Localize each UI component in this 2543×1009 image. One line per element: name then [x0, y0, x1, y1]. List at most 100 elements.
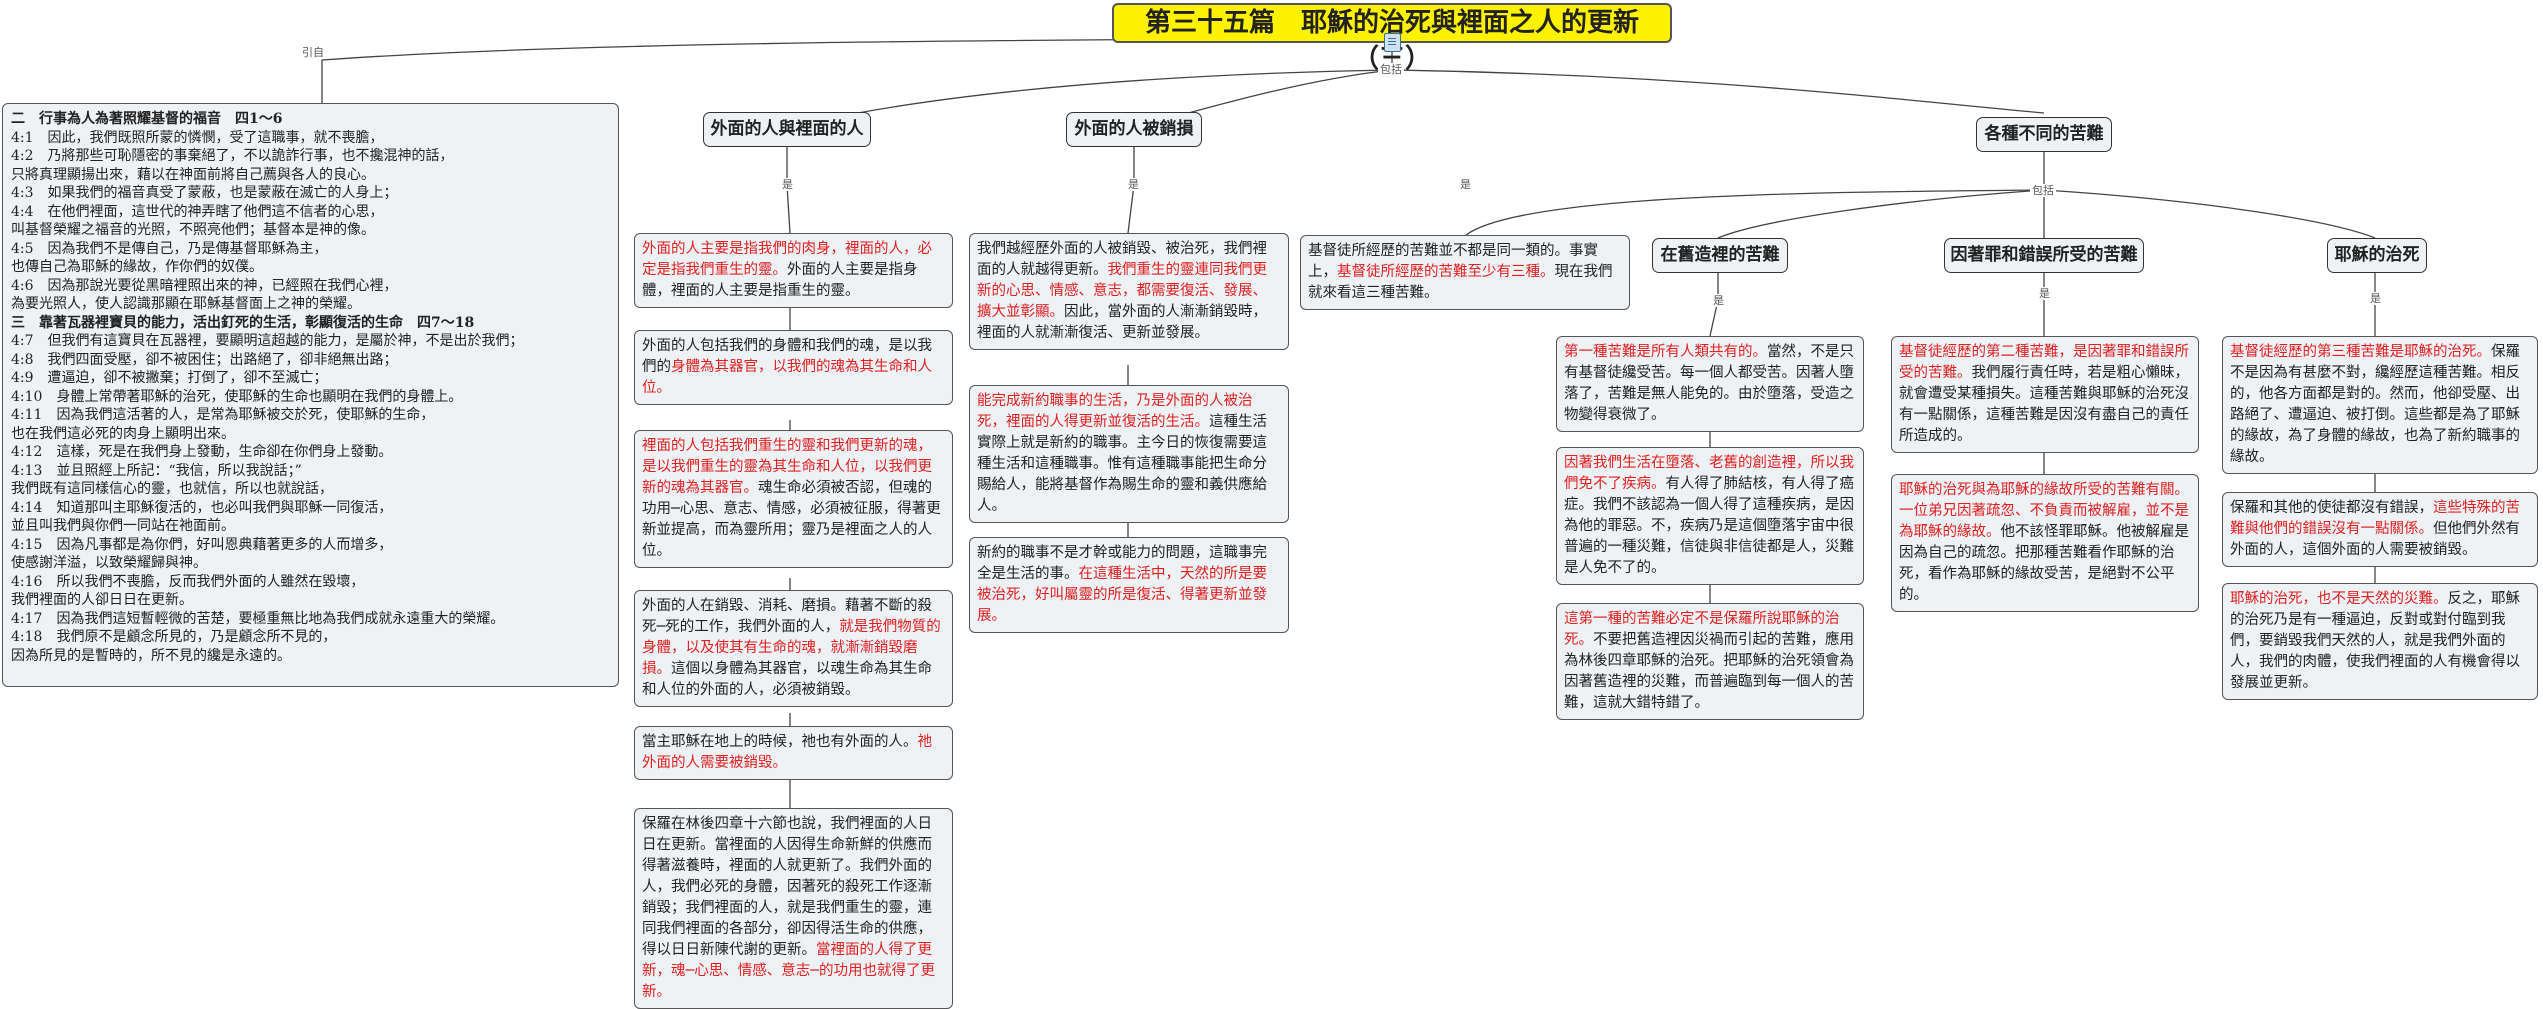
label-is-death: 是 [2368, 292, 2383, 305]
note-box: 裡面的人包括我們重生的靈和我們更新的魂，是以我們重生的靈為其生命和人位，以我們更… [634, 430, 953, 568]
note-box: 基督徒經歷的第三種苦難是耶穌的治死。保羅不是因為有甚麼不對，纔經歷這種苦難。相反… [2222, 336, 2538, 474]
topic-death-of-jesus[interactable]: 耶穌的治死 [2327, 238, 2427, 273]
intro-verse-line: 4:5 因為我們不是傳自己，乃是傳基督耶穌為主， [11, 240, 328, 257]
note-box: 能完成新約職事的生活，乃是外面的人被治死，裡面的人得更新並復活的生活。這種生活實… [969, 385, 1289, 523]
intro-heading: 二 行事為人為著照耀基督的福音 四1～6 [11, 111, 283, 127]
highlight-text: 因著我們生活在墮落、老舊的創造裡，所以我們免不了疾病。 [1564, 455, 1854, 492]
note-box: 我們越經歷外面的人被銷毀、被治死，我們裡面的人就越得更新。我們重生的靈連同我們更… [969, 233, 1289, 350]
intro-verse-line: 4:18 我們原不是顧念所見的，乃是顧念所不見的， [11, 629, 337, 645]
topic-outer-inner[interactable]: 外面的人與裡面的人 [703, 112, 871, 147]
body-text: 新約的職事不是才幹或能力的問題，這職事完全是生活的事。 [977, 545, 1267, 582]
body-text: 保羅不是因為有甚麼不對，纔經歷這種苦難。相反的，他各方面都是對的。然而，他卻受壓… [2230, 344, 2520, 465]
highlight-text: 耶穌的治死，也不是天然的災難。 [2230, 591, 2448, 607]
body-text: 我們越經歷外面的人被銷毀、被治死，我們裡面的人就越得更新。 [977, 241, 1267, 278]
intro-verse-line: 因為所見的是暫時的，所不見的纔是永遠的。 [11, 647, 291, 664]
body-text: 這種生活實際上就是新約的職事。主今日的恢復需要這種生活和這種職事。惟有這種職事能… [977, 414, 1267, 514]
note-icon[interactable] [1384, 33, 1401, 52]
body-text: 現在我們就來看這三種苦難。 [1308, 264, 1613, 301]
intro-verse-line: 4:7 但我們有這寶貝在瓦器裡，要顯明這超越的能力，是屬於神，不是出於我們； [11, 333, 524, 349]
body-text: 他不該怪罪耶穌。他被解雇是因為自己的疏忽。把那種苦難看作耶穌的治死，看作為耶穌的… [1899, 524, 2189, 603]
body-text: 有人得了肺結核，有人得了癌症。我們不該認為一個人得了這種疾病，是因為他的罪惡。不… [1564, 476, 1854, 576]
intro-scripture-box: 二 行事為人為著照耀基督的福音 四1～6 4:1 因此，我們既照所蒙的憐憫，受了這… [2, 103, 619, 687]
intro-verse-line: 4:6 因為那說光要從黑暗裡照出來的神，已經照在我們心裡， [11, 277, 398, 294]
note-box: 第一種苦難是所有人類共有的。當然，不是只有基督徒纔受苦。每一個人都受苦。因著人墮… [1556, 336, 1864, 432]
intro-verse-line: 4:12 這樣，死是在我們身上發動，生命卻在你們身上發動。 [11, 444, 393, 460]
label-is-outer-inner: 是 [780, 178, 795, 191]
intro-verse-line: 使感謝洋溢，以致榮耀歸與神。 [11, 555, 207, 571]
intro-verse-line: 也在我們這必死的肉身上顯明出來。 [11, 425, 235, 442]
note-box: 外面的人包括我們的身體和我們的魂，是以我們的身體為其器官，以我們的魂為其生命和人… [634, 330, 953, 405]
intro-verse-line: 4:16 所以我們不喪膽，反而我們外面的人雖然在毀壞， [11, 573, 365, 590]
intro-verse-line: 4:10 身體上常帶著耶穌的治死，使耶穌的生命也顯明在我們的身體上。 [11, 388, 463, 405]
highlight-text: 這第一種的苦難必定不是保羅所說耶穌的治死。 [1564, 611, 1840, 648]
intro-verse-line: 為要光照人，使人認識那顯在耶穌基督面上之神的榮耀。 [11, 296, 361, 312]
label-intro: 引自 [300, 46, 326, 59]
topic-sufferings[interactable]: 各種不同的苦難 [1976, 117, 2112, 152]
intro-verse-line: 4:1 因此，我們既照所蒙的憐憫，受了這職事，就不喪膽， [11, 129, 384, 146]
intro-verse-line: 4:9 遭逼迫，卻不被撇棄；打倒了，卻不至滅亡； [11, 370, 328, 386]
note-box: 因著我們生活在墮落、老舊的創造裡，所以我們免不了疾病。有人得了肺結核，有人得了癌… [1556, 447, 1864, 585]
intro-verse-line: 並且叫我們與你們一同站在祂面前。 [11, 518, 235, 534]
highlight-text: 在這種生活中，天然的所是要被治死，好叫屬靈的所是復活、得著更新並發展。 [977, 566, 1267, 624]
highlight-text: 這些特殊的苦難與他們的錯誤沒有一點關係。 [2230, 500, 2520, 537]
body-text: 反之，耶穌的治死乃是有一種逼迫，反對或對付臨到我們，要銷毀我們天然的人，就是我們… [2230, 591, 2520, 691]
note-box: 外面的人主要是指我們的肉身，裡面的人，必定是指我們重生的靈。外面的人主要是指身體… [634, 233, 953, 308]
intro-verse-line: 4:17 因為我們這短暫輕微的苦楚，要極重無比地為我們成就永遠重大的榮耀。 [11, 610, 505, 627]
highlight-text: 基督徒經歷的第二種苦難，是因著罪和錯誤所受的苦難。 [1899, 344, 2189, 381]
body-text: 因此，當外面的人漸漸銷毀時，裡面的人就漸漸復活、更新並發展。 [977, 304, 1267, 341]
intro-verse-line: 我們裡面的人卻日日在更新。 [11, 592, 193, 608]
body-text: 外面的人包括我們的身體和我們的魂，是以我們的 [642, 338, 932, 375]
highlight-text: 祂外面的人需要被銷毀。 [642, 734, 932, 771]
body-text: 當主耶穌在地上的時候，祂也有外面的人。 [642, 734, 918, 750]
topic-sin-mistake[interactable]: 因著罪和錯誤所受的苦難 [1944, 238, 2144, 273]
highlight-text: 我們重生的靈連同我們更新的心思、情感、意志，都需要復活、發展、擴大並彰顯。 [977, 262, 1267, 320]
body-text: 基督徒所經歷的苦難並不都是同一類的。事實上， [1308, 243, 1598, 280]
highlight-text: 基督徒經歷的第三種苦難是耶穌的治死。 [2230, 344, 2491, 360]
intro-heading: 三 靠著瓦器裡寶貝的能力，活出釘死的生活，彰顯復活的生命 四7～18 [11, 314, 475, 331]
intro-verse-line: 4:4 在他們裡面，這世代的神弄瞎了他們這不信者的心思， [11, 203, 384, 220]
note-box: 保羅在林後四章十六節也說，我們裡面的人日日在更新。當裡面的人因得生命新鮮的供應而… [634, 808, 953, 1009]
intro-verse-line: 4:2 乃將那些可恥隱密的事棄絕了，不以詭詐行事，也不攙混神的話， [11, 148, 454, 164]
label-include-root: 包括 [1378, 63, 1404, 76]
intro-verse-line: 只將真理顯揚出來，藉以在神面前將自己薦與各人的良心。 [11, 166, 375, 183]
connector-root-intro [321, 37, 1386, 103]
body-text: 保羅在林後四章十六節也說，我們裡面的人日日在更新。當裡面的人因得生命新鮮的供應而… [642, 816, 932, 958]
intro-verse-line: 4:13 並且照經上所記：“我信，所以我說話；” [11, 462, 302, 479]
connector-hub-sufferings [1391, 69, 2045, 114]
body-text: 當然，不是只有基督徒纔受苦。每一個人都受苦。因著人墮落了，苦難是無人能免的。由於… [1564, 344, 1854, 423]
highlight-text: 外面的人主要是指我們的肉身，裡面的人，必定是指我們重生的靈。 [642, 241, 932, 278]
highlight-text: 能完成新約職事的生活，乃是外面的人被治死，裡面的人得更新並復活的生活。 [977, 393, 1253, 430]
highlight-text: 耶穌的治死與為耶穌的緣故所受的苦難有關。一位弟兄因著疏忽、不負責而被解雇，並不是… [1899, 482, 2189, 540]
highlight-text: 就是我們物質的身體，以及使其有生命的魂，就漸漸銷毀磨損。 [642, 619, 941, 677]
label-is-sufferings: 是 [1458, 178, 1473, 191]
body-text: 保羅和其他的使徒都沒有錯誤， [2230, 500, 2433, 516]
label-is-outer-consumed: 是 [1126, 178, 1141, 191]
intro-verse-line: 4:15 因為凡事都是為你們，好叫恩典藉著更多的人而增多， [11, 536, 393, 553]
body-text: 魂生命必須被否認，但魂的功用─心思、意志、情感，必須被征服，得著更新並提高，而為… [642, 480, 941, 559]
highlight-text: 身體為其器官，以我們的魂為其生命和人位。 [642, 359, 932, 396]
body-text: 這個以身體為其器官，以魂生命為其生命和人位的外面的人，必須被銷毀。 [642, 661, 932, 698]
intro-verse-line: 4:14 知道那叫主耶穌復活的，也必叫我們與耶穌一同復活， [11, 499, 393, 516]
note-box: 新約的職事不是才幹或能力的問題，這職事完全是生活的事。在這種生活中，天然的所是要… [969, 537, 1289, 633]
highlight-text: 第一種苦難是所有人類共有的。 [1564, 344, 1767, 360]
intro-verse-line: 4:11 因為我們這活著的人，是常為耶穌被交於死，使耶穌的生命， [11, 407, 435, 423]
topic-old-creation[interactable]: 在舊造裡的苦難 [1652, 238, 1788, 273]
body-text: 外面的人主要是指身體，裡面的人主要是指重生的靈。 [642, 262, 918, 299]
label-is-old-creation: 是 [1711, 294, 1726, 307]
note-box: 基督徒經歷的第二種苦難，是因著罪和錯誤所受的苦難。我們履行責任時，若是粗心懶昧，… [1891, 336, 2199, 453]
topic-outer-consumed[interactable]: 外面的人被銷損 [1066, 112, 1202, 147]
note-box: 當主耶穌在地上的時候，祂也有外面的人。祂外面的人需要被銷毀。 [634, 726, 953, 780]
note-box: 耶穌的治死，也不是天然的災難。反之，耶穌的治死乃是有一種逼迫，反對或對付臨到我們… [2222, 583, 2538, 700]
intro-verse-line: 叫基督榮耀之福音的光照，不照亮他們；基督本是神的像。 [11, 222, 375, 238]
highlight-text: 裡面的人包括我們重生的靈和我們更新的魂，是以我們重生的靈為其生命和人位，以我們更… [642, 438, 932, 496]
note-box: 基督徒所經歷的苦難並不都是同一類的。事實上，基督徒所經歷的苦難至少有三種。現在我… [1300, 235, 1630, 310]
body-text: 但他們外然有外面的人，這個外面的人需要被銷毀。 [2230, 521, 2520, 558]
intro-verse-line: 也傳自己為耶穌的緣故，作你們的奴僕。 [11, 259, 263, 275]
note-box: 保羅和其他的使徒都沒有錯誤，這些特殊的苦難與他們的錯誤沒有一點關係。但他們外然有… [2222, 492, 2538, 567]
note-box: 耶穌的治死與為耶穌的緣故所受的苦難有關。一位弟兄因著疏忽、不負責而被解雇，並不是… [1891, 474, 2199, 612]
note-box: 外面的人在銷毀、消耗、磨損。藉著不斷的殺死─死的工作，我們外面的人，就是我們物質… [634, 590, 953, 707]
label-is-sin: 是 [2037, 287, 2052, 300]
highlight-text: 基督徒所經歷的苦難至少有三種。 [1337, 264, 1555, 280]
intro-verse-line: 4:3 如果我們的福音真受了蒙蔽，也是蒙蔽在滅亡的人身上； [11, 185, 398, 201]
intro-verse-line: 我們既有這同樣信心的靈，也就信，所以也就說話， [11, 481, 333, 497]
